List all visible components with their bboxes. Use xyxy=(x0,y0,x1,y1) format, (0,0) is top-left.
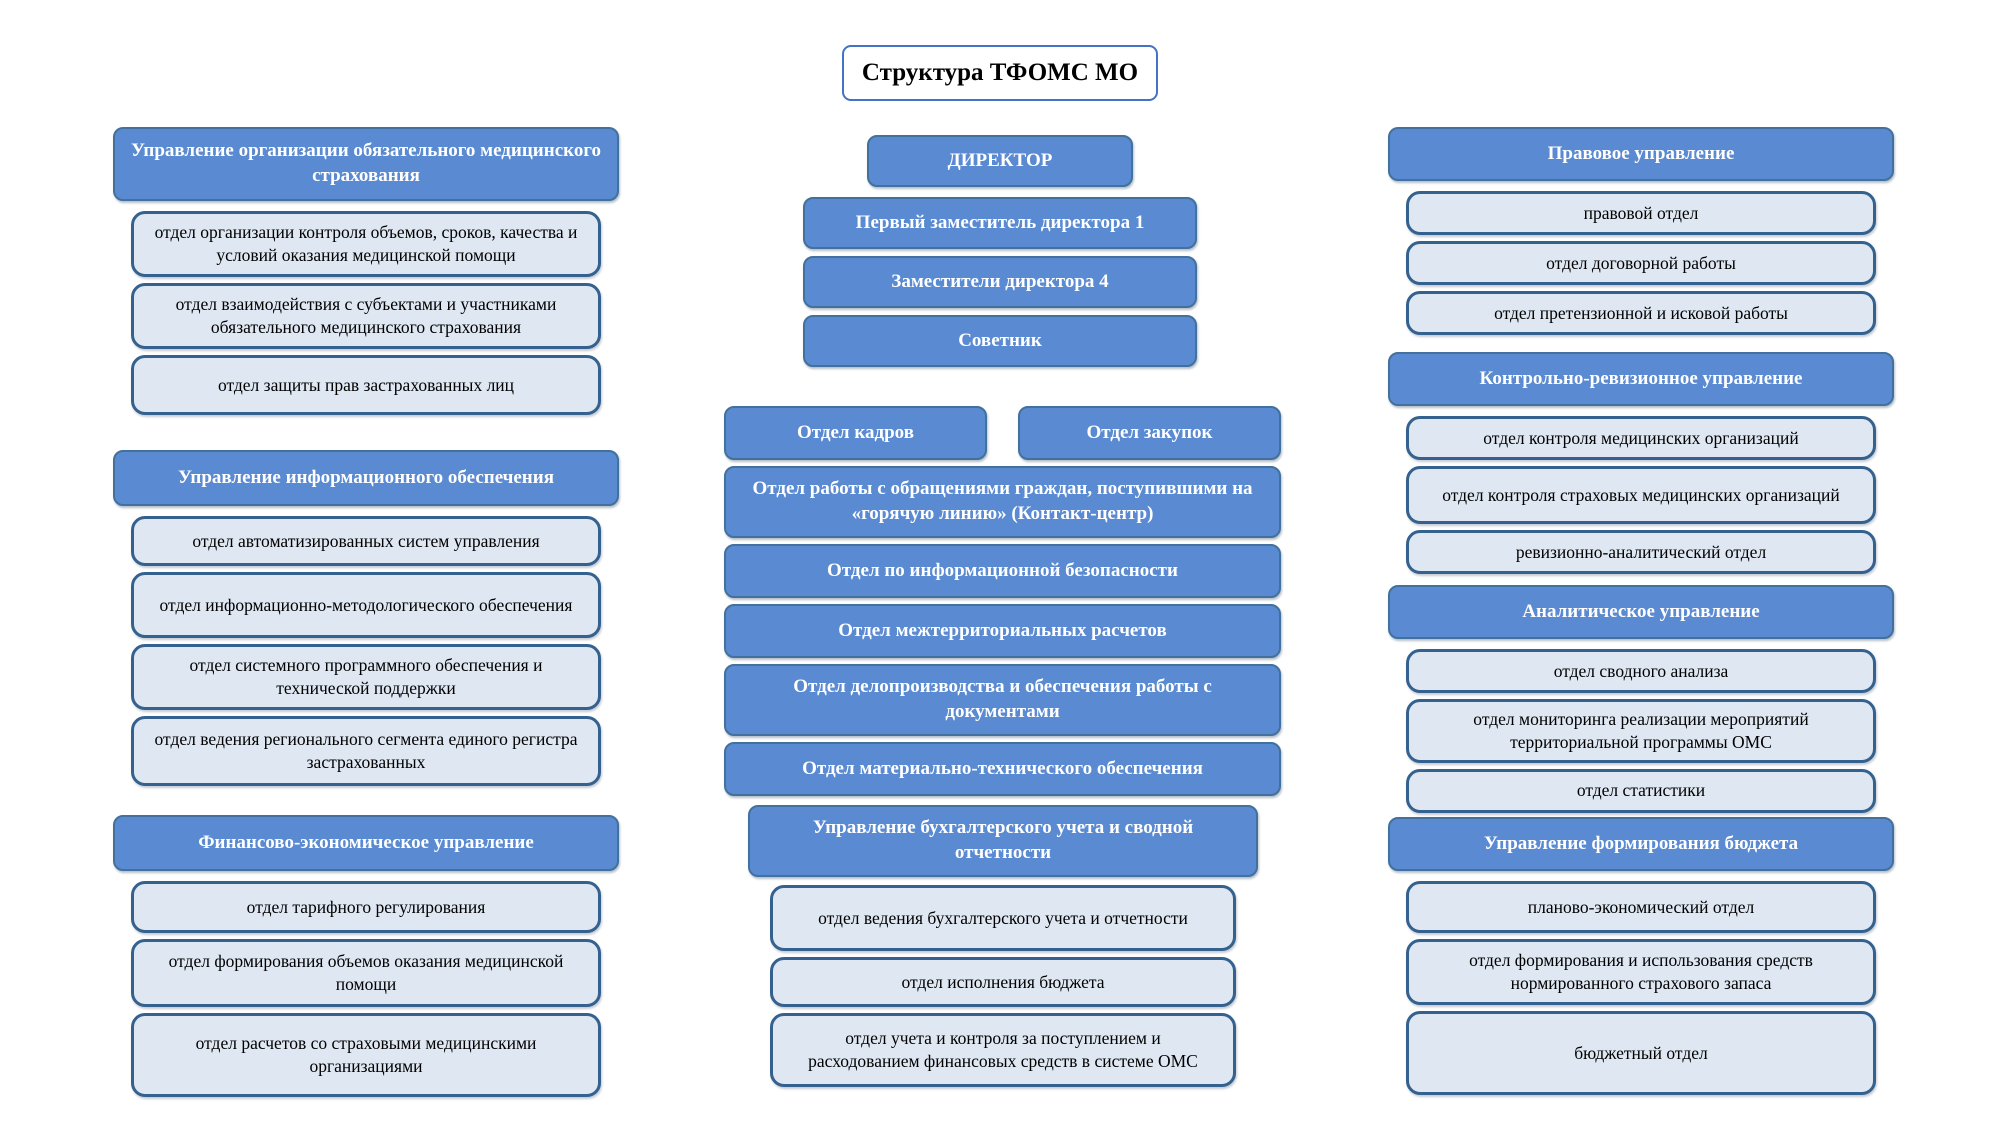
center-departments: Отдел кадров Отдел закупок Отдел работы … xyxy=(724,406,1281,802)
department-box: отдел исполнения бюджета xyxy=(770,957,1236,1007)
department-box: отдел расчетов со страховыми медицинским… xyxy=(131,1013,601,1097)
department-box: отдел системного программного обеспечени… xyxy=(131,644,601,710)
right-group-control-audit: Контрольно-ревизионное управление отдел … xyxy=(1388,352,1894,580)
left-group-information: Управление информационного обеспечения о… xyxy=(113,450,619,792)
department-box-blue: Отдел работы с обращениями граждан, пост… xyxy=(724,466,1281,538)
management-header: Правовое управление xyxy=(1388,127,1894,181)
department-box: отдел защиты прав застрахованных лиц xyxy=(131,355,601,415)
department-box: отдел договорной работы xyxy=(1406,241,1876,285)
department-box: отдел тарифного регулирования xyxy=(131,881,601,933)
leadership-box-advisor: Советник xyxy=(803,315,1197,367)
leadership-box-deputies: Заместители директора 4 xyxy=(803,256,1197,308)
center-department-row: Отдел кадров Отдел закупок xyxy=(724,406,1281,460)
department-box: отдел сводного анализа xyxy=(1406,649,1876,693)
department-box-blue: Отдел межтерриториальных расчетов xyxy=(724,604,1281,658)
leadership-box-director: ДИРЕКТОР xyxy=(867,135,1133,187)
department-box: отдел взаимодействия с субъектами и учас… xyxy=(131,283,601,349)
department-box: отдел мониторинга реализации мероприятий… xyxy=(1406,699,1876,763)
department-box: правовой отдел xyxy=(1406,191,1876,235)
chart-title: Структура ТФОМС МО xyxy=(842,45,1158,101)
department-box: отдел контроля медицинских организаций xyxy=(1406,416,1876,460)
management-header: Управление организации обязательного мед… xyxy=(113,127,619,201)
department-box-blue: Отдел делопроизводства и обеспечения раб… xyxy=(724,664,1281,736)
right-group-legal: Правовое управление правовой отдел отдел… xyxy=(1388,127,1894,341)
center-group-accounting: Управление бухгалтерского учета и сводно… xyxy=(748,805,1258,1093)
department-box-blue: Отдел по информационной безопасности xyxy=(724,544,1281,598)
management-header: Управление бухгалтерского учета и сводно… xyxy=(748,805,1258,877)
department-box: отдел ведения бухгалтерского учета и отч… xyxy=(770,885,1236,951)
right-group-analytics: Аналитическое управление отдел сводного … xyxy=(1388,585,1894,819)
department-box-blue: Отдел кадров xyxy=(724,406,987,460)
leadership-box-first-deputy: Первый заместитель директора 1 xyxy=(803,197,1197,249)
management-header: Управление информационного обеспечения xyxy=(113,450,619,506)
management-header: Аналитическое управление xyxy=(1388,585,1894,639)
department-box: отдел статистики xyxy=(1406,768,1876,813)
department-box: отдел организации контроля объемов, срок… xyxy=(131,211,601,277)
department-box: ревизионно-аналитический отдел xyxy=(1406,530,1876,574)
department-box: отдел автоматизированных систем управлен… xyxy=(131,516,601,566)
department-box: отдел информационно-методологического об… xyxy=(131,572,601,638)
management-header: Финансово-экономическое управление xyxy=(113,815,619,871)
department-box: отдел претензионной и исковой работы xyxy=(1406,291,1876,335)
department-box: отдел контроля страховых медицинских орг… xyxy=(1406,466,1876,524)
management-header: Управление формирования бюджета xyxy=(1388,817,1894,871)
department-box: планово-экономический отдел xyxy=(1406,881,1876,933)
right-group-budget: Управление формирования бюджета планово-… xyxy=(1388,817,1894,1101)
department-box: отдел формирования объемов оказания меди… xyxy=(131,939,601,1007)
left-group-oms-organization: Управление организации обязательного мед… xyxy=(113,127,619,421)
department-box: отдел ведения регионального сегмента еди… xyxy=(131,716,601,786)
management-header: Контрольно-ревизионное управление xyxy=(1388,352,1894,406)
left-group-finance: Финансово-экономическое управление отдел… xyxy=(113,815,619,1103)
department-box: отдел формирования и использования средс… xyxy=(1406,939,1876,1005)
department-box: отдел учета и контроля за поступлением и… xyxy=(770,1013,1236,1087)
department-box-blue: Отдел закупок xyxy=(1018,406,1281,460)
department-box: бюджетный отдел xyxy=(1406,1011,1876,1095)
department-box-blue: Отдел материально-технического обеспечен… xyxy=(724,742,1281,796)
